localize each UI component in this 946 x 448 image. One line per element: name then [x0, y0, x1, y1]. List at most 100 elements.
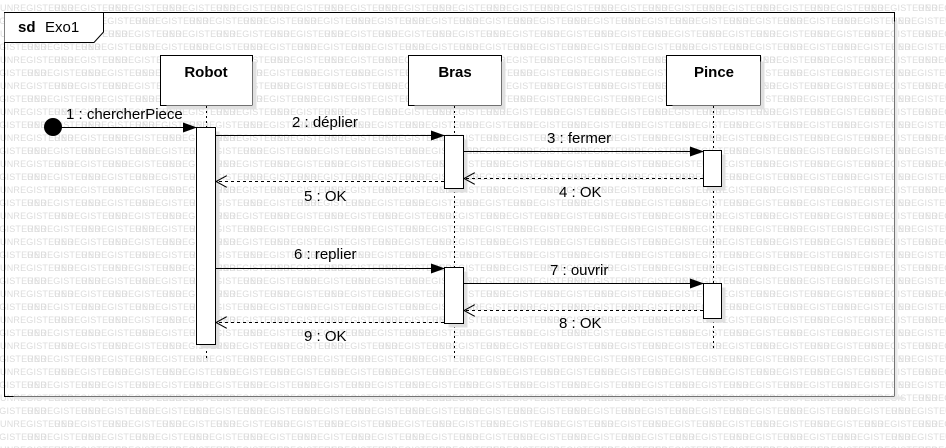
watermark-text: UNREGISTERED: [567, 16, 641, 26]
watermark-text: UNREGISTERED: [81, 250, 155, 260]
watermark-text: UNREGISTERED: [918, 315, 946, 325]
watermark-text: UNREGISTERED: [594, 237, 668, 247]
watermark-text: UNREGISTERED: [81, 42, 155, 52]
watermark-text: UNREGISTERED: [108, 29, 182, 39]
watermark-text: UNREGISTERED: [432, 367, 506, 377]
message-5-label: 5 : OK: [304, 188, 347, 205]
watermark-text: UNREGISTERED: [540, 289, 614, 299]
watermark-text: UNREGISTERED: [918, 29, 946, 39]
watermark-text: UNREGISTERED: [0, 289, 74, 299]
watermark-text: UNREGISTERED: [864, 237, 938, 247]
watermark-text: UNREGISTERED: [648, 445, 722, 448]
watermark-text: UNREGISTERED: [702, 315, 776, 325]
watermark-text: UNREGISTERED: [648, 3, 722, 13]
watermark-text: UNREGISTERED: [432, 133, 506, 143]
watermark-text: UNREGISTERED: [918, 211, 946, 221]
watermark-text: UNREGISTERED: [567, 42, 641, 52]
watermark-text: UNREGISTERED: [0, 55, 74, 65]
watermark-text: UNREGISTERED: [513, 354, 587, 364]
watermark-text: UNREGISTERED: [891, 432, 946, 442]
watermark-text: UNREGISTERED: [459, 276, 533, 286]
watermark-text: UNREGISTERED: [837, 276, 911, 286]
watermark-text: UNREGISTERED: [621, 276, 695, 286]
watermark-text: UNREGISTERED: [81, 302, 155, 312]
watermark-text: UNREGISTERED: [918, 263, 946, 273]
watermark-text: UNREGISTERED: [864, 107, 938, 117]
watermark-text: UNREGISTERED: [675, 224, 749, 234]
watermark-text: UNREGISTERED: [324, 3, 398, 13]
watermark-text: UNREGISTERED: [837, 432, 911, 442]
watermark-text: UNREGISTERED: [459, 250, 533, 260]
watermark-text: UNREGISTERED: [675, 16, 749, 26]
watermark-text: UNREGISTERED: [540, 419, 614, 429]
watermark-text: UNREGISTERED: [405, 380, 479, 390]
watermark-text: UNREGISTERED: [783, 94, 857, 104]
watermark-text: UNREGISTERED: [0, 328, 47, 338]
watermark-text: UNREGISTERED: [783, 198, 857, 208]
watermark-text: UNREGISTERED: [162, 107, 236, 117]
watermark-text: UNREGISTERED: [486, 107, 560, 117]
watermark-text: UNREGISTERED: [702, 3, 776, 13]
watermark-text: UNREGISTERED: [243, 94, 317, 104]
watermark-text: UNREGISTERED: [432, 237, 506, 247]
watermark-text: UNREGISTERED: [486, 289, 560, 299]
watermark-text: UNREGISTERED: [0, 107, 74, 117]
watermark-text: UNREGISTERED: [0, 315, 74, 325]
watermark-text: UNREGISTERED: [675, 250, 749, 260]
watermark-text: UNREGISTERED: [378, 29, 452, 39]
watermark-text: UNREGISTERED: [243, 172, 317, 182]
watermark-text: UNREGISTERED: [0, 263, 74, 273]
watermark-text: UNREGISTERED: [648, 367, 722, 377]
watermark-text: UNREGISTERED: [459, 302, 533, 312]
watermark-text: UNREGISTERED: [459, 432, 533, 442]
watermark-text: UNREGISTERED: [351, 250, 425, 260]
watermark-text: UNREGISTERED: [540, 341, 614, 351]
watermark-text: UNREGISTERED: [351, 198, 425, 208]
watermark-text: UNREGISTERED: [621, 224, 695, 234]
watermark-text: UNREGISTERED: [324, 445, 398, 448]
watermark-text: UNREGISTERED: [702, 445, 776, 448]
watermark-text: UNREGISTERED: [594, 445, 668, 448]
watermark-text: UNREGISTERED: [162, 29, 236, 39]
watermark-text: UNREGISTERED: [540, 133, 614, 143]
watermark-text: UNREGISTERED: [243, 42, 317, 52]
watermark-text: UNREGISTERED: [837, 354, 911, 364]
watermark-text: UNREGISTERED: [567, 94, 641, 104]
watermark-text: UNREGISTERED: [351, 380, 425, 390]
watermark-text: UNREGISTERED: [243, 276, 317, 286]
watermark-text: UNREGISTERED: [297, 146, 371, 156]
message-8: 8 : OK: [464, 311, 703, 332]
watermark-text: UNREGISTERED: [783, 328, 857, 338]
watermark-text: UNREGISTERED: [378, 133, 452, 143]
watermark-text: UNREGISTERED: [486, 3, 560, 13]
watermark-text: UNREGISTERED: [0, 198, 47, 208]
watermark-text: UNREGISTERED: [783, 16, 857, 26]
watermark-text: UNREGISTERED: [864, 3, 938, 13]
watermark-text: UNREGISTERED: [108, 159, 182, 169]
watermark-text: UNREGISTERED: [675, 198, 749, 208]
watermark-text: UNREGISTERED: [270, 185, 344, 195]
activation-bras-2: [444, 267, 464, 324]
watermark-text: UNREGISTERED: [891, 172, 946, 182]
activation-pince-1: [703, 150, 722, 187]
activation-pince-2: [703, 283, 722, 319]
watermark-text: UNREGISTERED: [270, 107, 344, 117]
watermark-text: UNREGISTERED: [270, 3, 344, 13]
watermark-text: UNREGISTERED: [0, 42, 47, 52]
watermark-text: UNREGISTERED: [837, 146, 911, 156]
watermark-text: UNREGISTERED: [891, 94, 946, 104]
watermark-text: UNREGISTERED: [729, 328, 803, 338]
watermark-text: UNREGISTERED: [108, 237, 182, 247]
watermark-text: UNREGISTERED: [216, 3, 290, 13]
watermark-text: UNREGISTERED: [378, 3, 452, 13]
watermark-text: UNREGISTERED: [270, 211, 344, 221]
watermark-text: UNREGISTERED: [486, 211, 560, 221]
watermark-text: UNREGISTERED: [486, 55, 560, 65]
watermark-text: UNREGISTERED: [756, 211, 830, 221]
watermark-text: UNREGISTERED: [81, 354, 155, 364]
watermark-text: UNREGISTERED: [81, 94, 155, 104]
watermark-text: UNREGISTERED: [0, 133, 74, 143]
watermark-text: UNREGISTERED: [891, 354, 946, 364]
watermark-text: UNREGISTERED: [621, 94, 695, 104]
watermark-text: UNREGISTERED: [891, 42, 946, 52]
